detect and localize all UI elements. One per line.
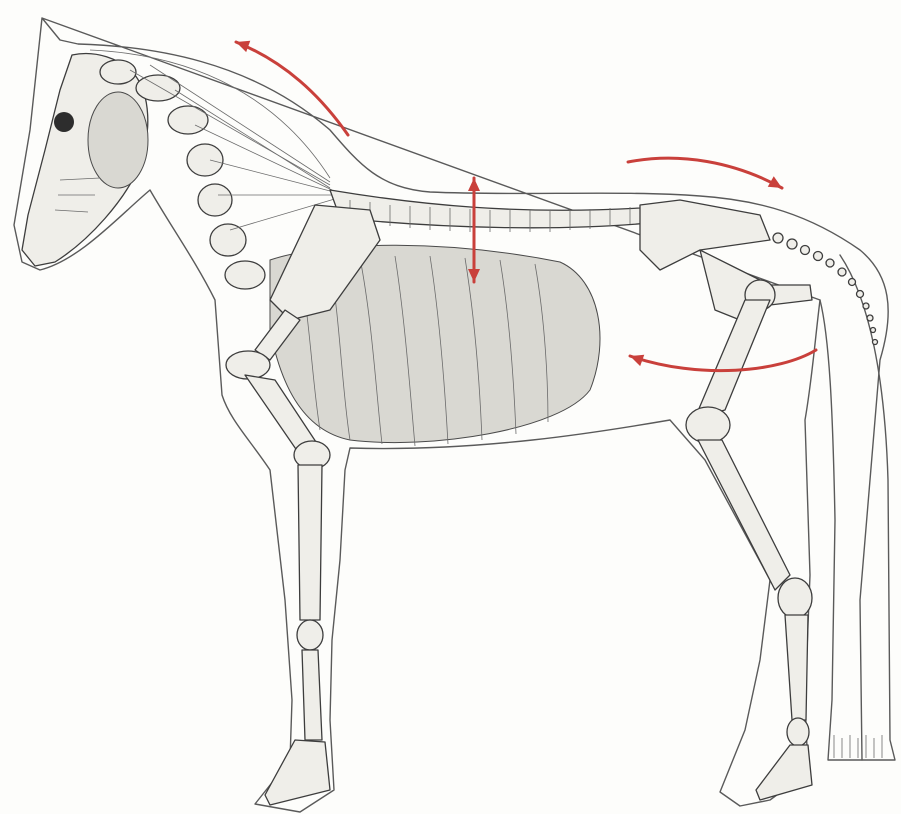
front-hoof [265,740,330,805]
tibia [698,440,790,590]
arrowhead [468,178,480,191]
jaw-shading [88,92,148,188]
hind-hoof [756,745,812,800]
spine [330,190,660,232]
arrowhead [768,176,785,193]
tail-hair-strokes [834,735,882,758]
eye-socket [54,112,74,132]
cannon-bone-front [298,465,322,620]
pelvis [640,200,812,320]
skull [22,54,148,266]
cannon-bone-hind [785,615,808,720]
arrowhead [234,36,250,52]
arrowhead [628,350,644,366]
neck-arc-arrow [234,36,348,135]
tail-outline [820,255,895,760]
hind-leg [686,300,812,800]
back-arc-arrow [628,158,785,193]
